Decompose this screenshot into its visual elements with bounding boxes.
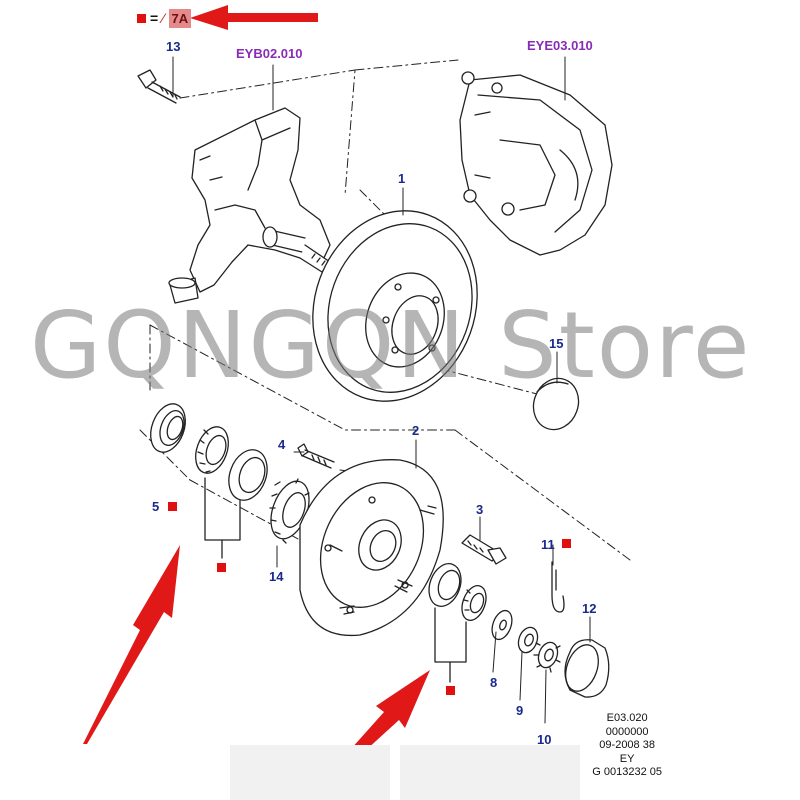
inner-bearing-cone [195,426,229,474]
brake-disc [312,210,478,402]
callout-3: 3 [476,502,484,517]
legend: = ⁄ 7A [137,8,192,28]
outer-bearing-cone [461,585,487,621]
store-watermark: GQNGQN Store [30,292,752,399]
brake-caliper [459,71,613,256]
washer-8 [491,609,513,641]
drawing-info-block: E03.020 0000000 09-2008 38 EY G 0013232 … [592,712,662,780]
wheel-hub [299,459,444,637]
bolt-3 [461,534,507,565]
callout-11: 11 [541,537,555,552]
callout-10: 10 [537,732,552,747]
nut-9 [517,626,539,654]
ref-knuckle: EYB02.010 [236,46,303,61]
steering-knuckle [168,107,331,304]
callout-8: 8 [490,675,498,690]
stud-4 [297,443,335,469]
info-line-3: 09-2008 38 [599,739,655,751]
oil-seal [150,403,186,453]
callout-14: 14 [269,569,284,584]
info-line-2: 0000000 [605,725,649,738]
inner-bearing-cup [228,449,268,501]
info-line-5: G 0013232 05 [592,766,662,778]
arrow-top [190,5,318,30]
grease-cap-12 [564,639,610,698]
bottom-patch-right [400,745,580,800]
outer-bearing-bracket [434,607,467,663]
callout-9: 9 [516,703,524,718]
callout-12: 12 [582,601,597,616]
callout-5: 5 [152,499,160,514]
callout-4: 4 [278,437,286,452]
mark-callout-5 [168,502,177,511]
mark-callout-11 [562,539,571,548]
dust-cap [532,377,580,431]
cotter-pin-11 [551,561,565,613]
bottom-patch-left [230,745,390,800]
info-line-1: E03.020 [606,712,648,724]
legend-equals: = [150,10,159,26]
legend-marker [137,13,146,23]
info-line-4: EY [619,752,635,765]
callout-1: 1 [398,171,406,186]
legend-slash-glyph: ⁄ [162,10,165,26]
callout-13: 13 [166,39,181,54]
mark-bearing-set [217,563,226,572]
legend-code: 7A [168,8,192,28]
leader-lines [172,56,591,724]
outer-bearing-cup [428,563,462,607]
mark-outer-bearing-set [446,686,455,695]
bolt-13 [137,69,181,104]
nut-lock-10 [533,641,561,673]
ref-caliper: EYE03.010 [527,38,593,53]
callout-2: 2 [412,423,420,438]
callout-15: 15 [549,336,564,351]
arrow-left [83,545,180,744]
